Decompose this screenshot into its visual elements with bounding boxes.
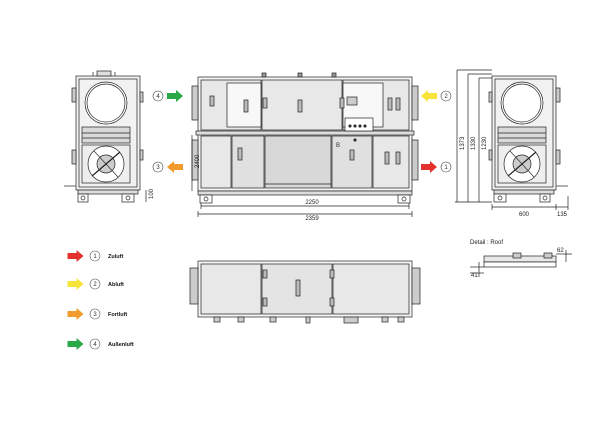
port-num-top-right: 2 xyxy=(444,94,448,100)
arrow-left-icon xyxy=(167,161,183,173)
legend-num: 2 xyxy=(93,282,97,288)
legend-num-circle xyxy=(89,278,101,290)
dim-side-h2: 1330 xyxy=(471,136,477,150)
port-circle-bottom-left xyxy=(152,161,164,173)
front-view xyxy=(191,72,419,217)
dim-roof-side: 41 xyxy=(471,273,478,279)
top-view xyxy=(189,260,421,324)
dim-side-h3: 1230 xyxy=(482,136,488,150)
dim-left-height: 100 xyxy=(149,188,155,199)
legend-num: 1 xyxy=(93,254,97,260)
dim-side-offset: 135 xyxy=(557,212,568,218)
left-side-view xyxy=(64,70,147,203)
legend-num-circle xyxy=(89,338,101,350)
arrow-right-icon xyxy=(67,308,84,320)
arrow-right-icon xyxy=(67,338,84,350)
control-box-label: B xyxy=(336,143,340,149)
arrow-right-icon xyxy=(67,278,84,290)
legend-num-circle xyxy=(89,308,101,320)
dim-roof-top: 62 xyxy=(557,248,564,254)
legend-label: Außenluft xyxy=(108,342,134,348)
legend: 1 Zuluft 2 Abluft 3 Fortluft 4 Außenluft xyxy=(67,250,134,350)
arrow-right-icon xyxy=(421,161,437,173)
port-circle-bottom-right xyxy=(440,161,452,173)
dim-front-height: 2400 xyxy=(195,154,201,168)
dim-side-h1: 1373 xyxy=(460,136,466,150)
legend-item-aussenluft: 4 Außenluft xyxy=(67,338,134,350)
dim-side-width: 600 xyxy=(519,212,530,218)
roof-detail xyxy=(470,250,572,277)
legend-item-fortluft: 3 Fortluft xyxy=(67,308,127,320)
arrow-right-icon xyxy=(167,90,183,102)
port-circle-top-left xyxy=(152,90,164,102)
legend-num: 3 xyxy=(93,312,97,318)
legend-label: Fortluft xyxy=(108,312,127,318)
arrow-left-icon xyxy=(421,90,437,102)
right-side-view xyxy=(455,69,569,210)
port-num-top-left: 4 xyxy=(156,94,160,100)
port-num-bottom-right: 1 xyxy=(444,165,448,171)
dim-outer-length: 2359 xyxy=(305,216,319,222)
legend-num-circle xyxy=(89,250,101,262)
legend-item-zuluft: 1 Zuluft xyxy=(67,250,123,262)
legend-item-abluft: 2 Abluft xyxy=(67,278,124,290)
legend-label: Zuluft xyxy=(108,254,123,260)
port-circle-top-right xyxy=(440,90,452,102)
legend-label: Abluft xyxy=(108,282,124,288)
arrow-right-icon xyxy=(67,250,84,262)
dim-inner-length: 2250 xyxy=(305,200,319,206)
port-num-bottom-left: 3 xyxy=(156,165,160,171)
detail-title: Detail : Roof xyxy=(470,240,503,246)
legend-num: 4 xyxy=(93,342,97,348)
